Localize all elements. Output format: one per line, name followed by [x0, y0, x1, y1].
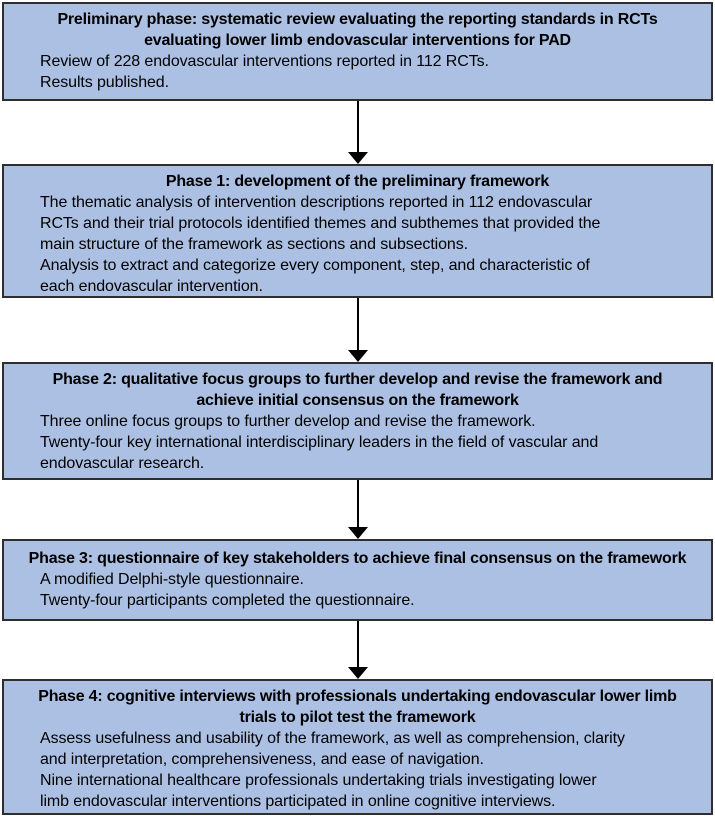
phase-box-text-line: Three online focus groups to further dev… [40, 413, 536, 430]
phase-box-text-line: and interpretation, comprehensiveness, a… [40, 751, 484, 768]
down-arrow-connector [0, 621, 715, 679]
phase-box-text-line: limb endovascular interventions particip… [40, 793, 556, 810]
phase-box-text-line: A modified Delphi-style questionnaire. [40, 571, 304, 588]
arrow-line [357, 101, 359, 154]
phase-box-title-line: Phase 1: development of the preliminary … [165, 173, 550, 190]
phase-box-text-line: main structure of the framework as secti… [40, 236, 468, 253]
phase-box-text-line: each endovascular intervention. [40, 278, 263, 295]
arrow-line [357, 298, 359, 352]
phase-box-phase-4: Phase 4: cognitive interviews with profe… [2, 679, 713, 815]
phase-box-phase-1: Phase 1: development of the preliminary … [2, 164, 713, 298]
phase-box-title-line: achieve initial consensus on the framewo… [196, 392, 519, 409]
arrow-line [357, 480, 359, 529]
phase-box-text-line: The thematic analysis of intervention de… [40, 194, 593, 211]
phase-box-text-line: RCTs and their trial protocols identifie… [40, 215, 601, 232]
arrow-head-icon [348, 667, 368, 679]
arrow-head-icon [348, 350, 368, 362]
down-arrow-connector [0, 101, 715, 164]
phase-box-text-line: Analysis to extract and categorize every… [40, 257, 590, 274]
phase-box-title-line: Phase 4: cognitive interviews with profe… [38, 688, 677, 705]
arrow-line [357, 621, 359, 669]
phase-box-text-line: endovascular research. [40, 455, 205, 472]
phase-box-title-line: Phase 2: qualitative focus groups to fur… [52, 371, 663, 388]
phase-box-text-line: Nine international healthcare profession… [40, 772, 597, 789]
phase-box-text-line: Twenty-four participants completed the q… [40, 592, 415, 609]
phase-box-text-line: Results published. [40, 74, 169, 91]
phase-box-phase-2: Phase 2: qualitative focus groups to fur… [2, 362, 713, 480]
phase-box-text-line: Twenty-four key international interdisci… [40, 434, 599, 451]
down-arrow-connector [0, 298, 715, 362]
phase-box-text-line: Review of 228 endovascular interventions… [40, 53, 489, 70]
down-arrow-connector [0, 480, 715, 539]
phase-box-text-line: Assess usefulness and usability of the f… [40, 730, 625, 747]
arrow-head-icon [348, 527, 368, 539]
phase-box-phase-3: Phase 3: questionnaire of key stakeholde… [2, 539, 713, 621]
arrow-head-icon [348, 152, 368, 164]
phase-box-title-line: Preliminary phase: systematic review eva… [57, 11, 658, 28]
phase-box-title-line: Phase 3: questionnaire of key stakeholde… [28, 550, 687, 567]
phase-box-title-line: trials to pilot test the framework [239, 709, 476, 726]
phase-box-preliminary: Preliminary phase: systematic review eva… [2, 2, 713, 101]
phase-box-title-line: evaluating lower limb endovascular inter… [144, 32, 571, 49]
